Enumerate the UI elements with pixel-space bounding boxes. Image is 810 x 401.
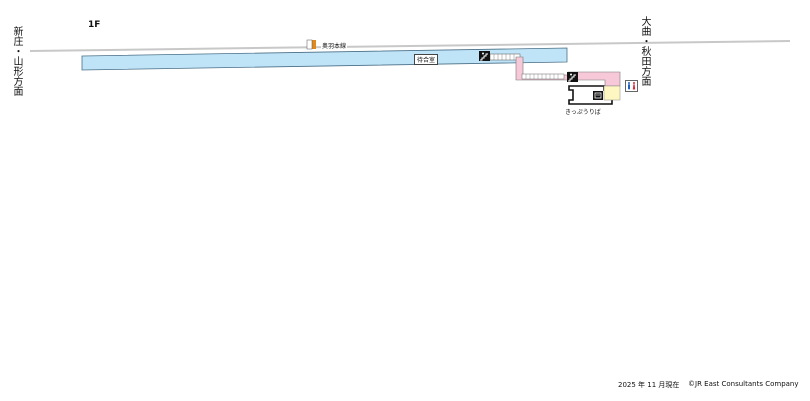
platform-stair-steps bbox=[493, 54, 515, 60]
platform-stairway bbox=[489, 53, 521, 61]
footer-date: 2025 年 11 月現在 bbox=[618, 381, 680, 389]
direction-right: 大曲・秋田方面 bbox=[639, 16, 650, 86]
stairs-icon bbox=[567, 72, 578, 82]
railway-track bbox=[29, 40, 791, 52]
direction-left: 新庄・山形方面 bbox=[11, 26, 22, 96]
stairs-icon bbox=[479, 51, 490, 61]
railway-line-name: 奥羽本線 bbox=[321, 41, 348, 50]
waiting-room-label: 待合室 bbox=[414, 54, 439, 65]
ticket-area bbox=[603, 85, 621, 101]
ticket-office-label: きっぷうりば bbox=[565, 109, 601, 116]
footer-copyright: ©JR East Consultants Company bbox=[688, 380, 799, 388]
toilet-icon bbox=[625, 80, 638, 92]
floor-label: 1F bbox=[88, 20, 101, 30]
ticket-machine-icon bbox=[593, 91, 603, 100]
platform bbox=[81, 47, 568, 71]
line-marker bbox=[312, 40, 316, 49]
line-marker-box bbox=[306, 39, 313, 50]
concourse-stairway bbox=[521, 73, 565, 80]
concourse-stair-steps bbox=[525, 74, 559, 79]
